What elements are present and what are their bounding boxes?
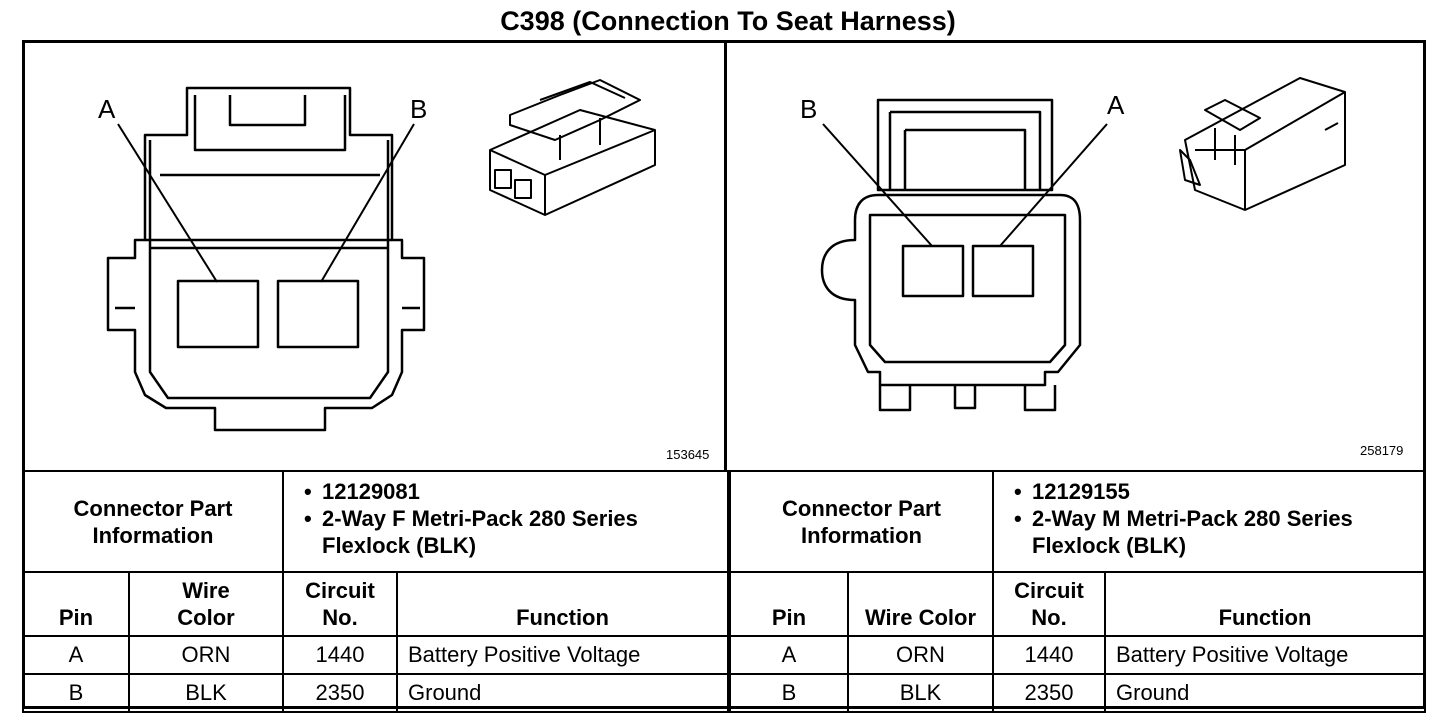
wire-color-header: Wire Color xyxy=(847,571,994,637)
right-connector-table: Connector Part Information 12129155 2-Wa… xyxy=(729,470,1426,713)
circuit-cell: 1440 xyxy=(992,635,1106,675)
pin-cell: A xyxy=(22,635,130,675)
connector-part-label: Connector Part Information xyxy=(729,470,994,573)
function-cell: Ground xyxy=(1104,673,1426,713)
pin-cell: B xyxy=(22,673,130,713)
table-row: B BLK 2350 Ground xyxy=(729,673,1426,713)
connector-part-label: Connector Part Information xyxy=(22,470,284,573)
left-figure-number: 153645 xyxy=(666,447,710,462)
part-number: 12129155 xyxy=(994,478,1424,505)
wire-color-cell: BLK xyxy=(847,673,994,713)
circuit-cell: 1440 xyxy=(282,635,398,675)
wire-color-cell: ORN xyxy=(128,635,284,675)
function-cell: Battery Positive Voltage xyxy=(1104,635,1426,675)
page-title: C398 (Connection To Seat Harness) xyxy=(500,6,956,36)
part-number: 12129081 xyxy=(284,478,727,505)
pin-cell: A xyxy=(729,635,849,675)
pin-cell: B xyxy=(729,673,849,713)
function-cell: Battery Positive Voltage xyxy=(396,635,729,675)
right-connector-face xyxy=(820,98,1108,412)
circuit-cell: 2350 xyxy=(992,673,1106,713)
connector-part-info: 12129155 2-Way M Metri-Pack 280 SeriesFl… xyxy=(992,470,1426,573)
right-figure-number: 258179 xyxy=(1360,443,1404,458)
table-row: A ORN 1440 Battery Positive Voltage xyxy=(22,635,729,675)
left-pin-b-callout: B xyxy=(410,94,427,124)
connector-part-info: 12129081 2-Way F Metri-Pack 280 SeriesFl… xyxy=(282,470,729,573)
circuit-cell: 2350 xyxy=(282,673,398,713)
function-header: Function xyxy=(396,571,729,637)
left-connector-isometric xyxy=(489,79,656,216)
right-pin-b-callout: B xyxy=(800,94,817,124)
function-cell: Ground xyxy=(396,673,729,713)
wire-color-cell: ORN xyxy=(847,635,994,675)
right-pin-a-callout: A xyxy=(1107,90,1125,120)
right-connector-isometric xyxy=(1179,77,1346,211)
wire-color-cell: BLK xyxy=(128,673,284,713)
table-row: A ORN 1440 Battery Positive Voltage xyxy=(729,635,1426,675)
pin-header: Pin xyxy=(22,571,130,637)
left-pin-a-callout: A xyxy=(98,94,116,124)
function-header: Function xyxy=(1104,571,1426,637)
panel-divider xyxy=(724,40,727,470)
pin-header: Pin xyxy=(729,571,849,637)
left-connector-face xyxy=(106,86,426,432)
left-connector-table: Connector Part Information 12129081 2-Wa… xyxy=(22,470,729,713)
table-row: B BLK 2350 Ground xyxy=(22,673,729,713)
